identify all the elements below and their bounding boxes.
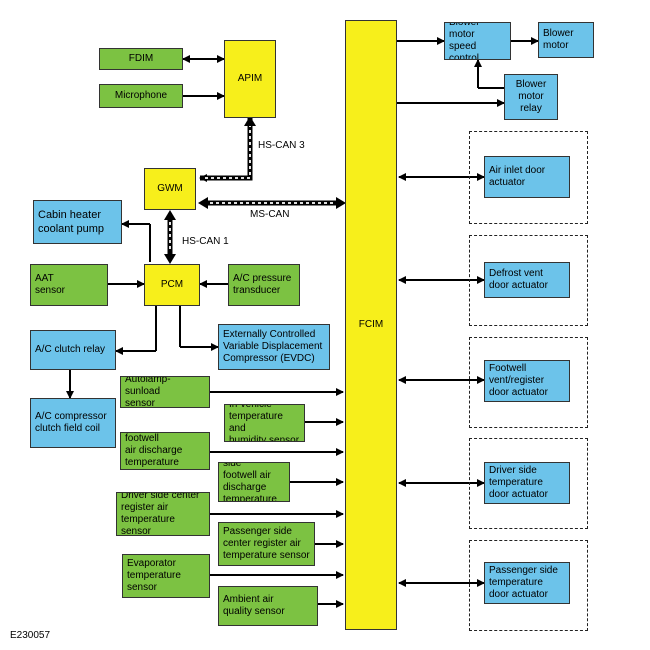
- footwell-vent-actuator-block: Footwell vent/register door actuator: [484, 360, 570, 402]
- blower-speed-control-label: Blower motor speed control: [449, 22, 480, 60]
- evdc-label: Externally Controlled Variable Displacem…: [223, 329, 323, 364]
- autolamp-sensor-block: Autolamp-sunload sensor: [120, 376, 210, 408]
- blower-motor-relay-block: Blower motor relay: [504, 74, 558, 120]
- gwm-label: GWM: [157, 183, 183, 194]
- passenger-center-sensor-label: Passenger side center register air tempe…: [223, 526, 310, 561]
- enclosure-footwell-vent: [469, 337, 588, 428]
- cabin-heater-pump-block: Cabin heater coolant pump: [33, 200, 122, 244]
- blower-motor-label: Blower motor: [543, 28, 574, 51]
- evaporator-sensor-label: Evaporator temperature sensor: [127, 558, 181, 593]
- in-vehicle-sensor-block: In-vehicle temperature and humidity sens…: [224, 404, 305, 442]
- ambient-air-sensor-block: Ambient air quality sensor: [218, 586, 318, 626]
- passenger-temp-actuator-label: Passenger side temperature door actuator: [489, 565, 558, 600]
- defrost-actuator-block: Defrost vent door actuator: [484, 262, 570, 298]
- ac-pressure-transducer-block: A/C pressure transducer: [228, 264, 300, 306]
- apim-label: APIM: [237, 73, 263, 84]
- enclosure-driver-temp: [469, 438, 588, 529]
- driver-center-sensor-label: Driver side center register air temperat…: [121, 492, 200, 536]
- enclosure-air-inlet: [469, 131, 588, 224]
- passenger-center-sensor-block: Passenger side center register air tempe…: [218, 522, 315, 566]
- driver-center-sensor-block: Driver side center register air temperat…: [116, 492, 210, 536]
- driver-footwell-sensor-block: Driver side footwell air discharge tempe…: [120, 432, 210, 470]
- evaporator-sensor-block: Evaporator temperature sensor: [122, 554, 210, 598]
- driver-footwell-sensor-label: Driver side footwell air discharge tempe…: [125, 433, 183, 468]
- evdc-block: Externally Controlled Variable Displacem…: [218, 324, 330, 370]
- hs-can1-label: HS-CAN 1: [182, 236, 229, 247]
- driver-temp-actuator-block: Driver side temperature door actuator: [484, 462, 570, 504]
- gwm-block: GWM: [144, 168, 196, 210]
- blower-speed-control-block: Blower motor speed control: [444, 22, 511, 60]
- defrost-actuator-label: Defrost vent door actuator: [489, 268, 548, 291]
- blower-motor-block: Blower motor: [538, 22, 594, 58]
- fdim-block: FDIM: [99, 48, 183, 70]
- microphone-block: Microphone: [99, 84, 183, 108]
- enclosure-defrost: [469, 235, 588, 326]
- passenger-temp-actuator-block: Passenger side temperature door actuator: [484, 562, 570, 604]
- cabin-heater-pump-label: Cabin heater coolant pump: [38, 209, 105, 235]
- air-inlet-actuator-block: Air inlet door actuator: [484, 156, 570, 198]
- ac-compressor-coil-label: A/C compressor clutch field coil: [35, 411, 107, 434]
- ambient-air-sensor-label: Ambient air quality sensor: [223, 594, 285, 617]
- fdim-label: FDIM: [128, 53, 154, 64]
- passenger-footwell-sensor-label: Passenger side footwell air discharge te…: [223, 462, 277, 502]
- passenger-footwell-sensor-block: Passenger side footwell air discharge te…: [218, 462, 290, 502]
- air-inlet-actuator-label: Air inlet door actuator: [489, 165, 546, 188]
- driver-temp-actuator-label: Driver side temperature door actuator: [489, 465, 548, 500]
- autolamp-sensor-label: Autolamp-sunload sensor: [125, 376, 171, 408]
- microphone-label: Microphone: [114, 90, 168, 101]
- bus-ms-can: [198, 197, 346, 209]
- bus-hs-can3: [199, 116, 256, 182]
- hs-can3-label: HS-CAN 3: [258, 140, 305, 151]
- bus-hs-can1: [164, 210, 176, 264]
- pcm-block: PCM: [144, 264, 200, 306]
- ac-pressure-transducer-label: A/C pressure transducer: [233, 273, 292, 296]
- in-vehicle-sensor-label: In-vehicle temperature and humidity sens…: [229, 404, 300, 442]
- aat-sensor-label: AAT sensor: [35, 273, 66, 296]
- fcim-block: FCIM: [345, 20, 397, 630]
- ac-compressor-coil-block: A/C compressor clutch field coil: [30, 398, 116, 448]
- aat-sensor-block: AAT sensor: [30, 264, 108, 306]
- figure-id: E230057: [10, 630, 51, 641]
- ac-clutch-relay-label: A/C clutch relay: [35, 344, 106, 355]
- blower-motor-relay-label: Blower motor relay: [515, 79, 547, 114]
- footwell-vent-actuator-label: Footwell vent/register door actuator: [489, 363, 548, 398]
- pcm-label: PCM: [160, 279, 184, 290]
- enclosure-passenger-temp: [469, 540, 588, 631]
- apim-block: APIM: [224, 40, 276, 118]
- ac-clutch-relay-block: A/C clutch relay: [30, 330, 116, 370]
- fcim-label: FCIM: [358, 319, 384, 330]
- ms-can-label: MS-CAN: [250, 209, 290, 220]
